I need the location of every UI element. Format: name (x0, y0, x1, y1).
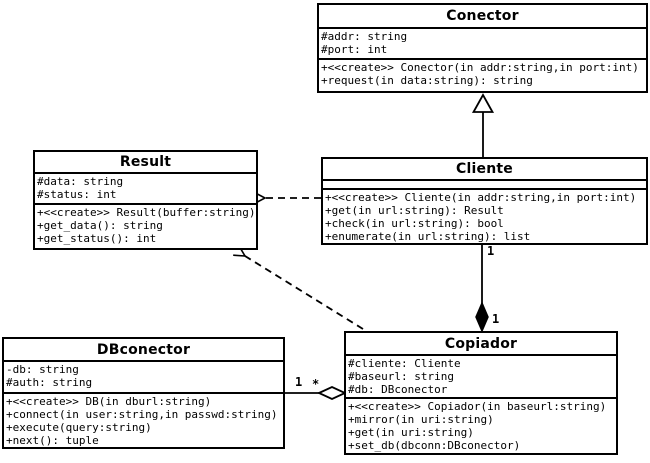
method-row: +check(in url:string): bool (325, 217, 504, 230)
class-dbconector: DBconector -db: string #auth: string +<<… (2, 337, 285, 449)
multiplicity-aggregation-one: 1 (295, 375, 303, 389)
method-row: +get(in url:string): Result (325, 204, 504, 217)
method-row: +set_db(dbconn:DBconector) (348, 439, 521, 452)
filled-diamond-icon (475, 301, 489, 333)
class-dbconector-attributes: -db: string #auth: string (4, 362, 283, 394)
multiplicity-composition-cliente-end: 1 (487, 244, 495, 258)
attribute-row: #port: int (321, 43, 388, 56)
class-conector-attributes: #addr: string #port: int (319, 29, 646, 60)
class-conector: Conector #addr: string #port: int +<<cre… (317, 3, 648, 93)
attribute-row: #cliente: Cliente (348, 357, 461, 370)
class-copiador-attributes: #cliente: Cliente #baseurl: string #db: … (346, 356, 616, 399)
class-copiador: Copiador #cliente: Cliente #baseurl: str… (344, 331, 618, 455)
multiplicity-composition-copiador-end: 1 (492, 312, 500, 326)
method-row: +<<create>> Cliente(in addr:string,in po… (325, 191, 637, 204)
method-row: +mirror(in uri:string) (348, 413, 494, 426)
method-row: +connect(in user:string,in passwd:string… (6, 408, 278, 421)
class-result-title: Result (35, 152, 256, 174)
attribute-row: #db: DBconector (348, 383, 448, 396)
class-cliente-attributes (323, 181, 646, 190)
class-conector-methods: +<<create>> Conector(in addr:string,in p… (319, 60, 646, 91)
class-cliente: Cliente +<<create>> Cliente(in addr:stri… (321, 157, 648, 245)
method-row: +<<create>> Copiador(in baseurl:string) (348, 400, 607, 413)
class-result: Result #data: string #status: int +<<cre… (33, 150, 258, 250)
class-result-methods: +<<create>> Result(buffer:string) +get_d… (35, 205, 256, 248)
attribute-row: #addr: string (321, 30, 408, 43)
attribute-row: #status: int (37, 188, 117, 201)
method-row: +get(in uri:string) (348, 426, 474, 439)
attribute-row: -db: string (6, 363, 79, 376)
method-row: +next(): tuple (6, 434, 99, 447)
method-row: +<<create>> Result(buffer:string) (37, 206, 256, 219)
method-row: +get_data(): string (37, 219, 163, 232)
attribute-row: #auth: string (6, 376, 93, 389)
class-conector-title: Conector (319, 5, 646, 29)
class-dbconector-title: DBconector (4, 339, 283, 362)
generalization-cliente-conector (471, 93, 495, 157)
method-row: +enumerate(in url:string): list (325, 230, 531, 243)
hollow-triangle-arrowhead-icon (471, 93, 495, 113)
method-row: +get_status(): int (37, 232, 157, 245)
class-copiador-methods: +<<create>> Copiador(in baseurl:string) … (346, 399, 616, 453)
method-row: +execute(query:string) (6, 421, 152, 434)
method-row: +<<create>> DB(in dburl:string) (6, 395, 212, 408)
multiplicity-aggregation-many: * (312, 377, 320, 391)
class-cliente-title: Cliente (323, 159, 646, 181)
dependency-copiador-result-arrow (245, 256, 364, 330)
attribute-row: #baseurl: string (348, 370, 454, 383)
method-row: +<<create>> Conector(in addr:string,in p… (321, 61, 639, 74)
method-row: +request(in data:string): string (321, 74, 533, 87)
class-result-attributes: #data: string #status: int (35, 174, 256, 205)
attribute-row: #data: string (37, 175, 124, 188)
class-dbconector-methods: +<<create>> DB(in dburl:string) +connect… (4, 394, 283, 447)
class-cliente-methods: +<<create>> Cliente(in addr:string,in po… (323, 190, 646, 243)
class-copiador-title: Copiador (346, 333, 616, 356)
hollow-diamond-icon (316, 386, 348, 400)
